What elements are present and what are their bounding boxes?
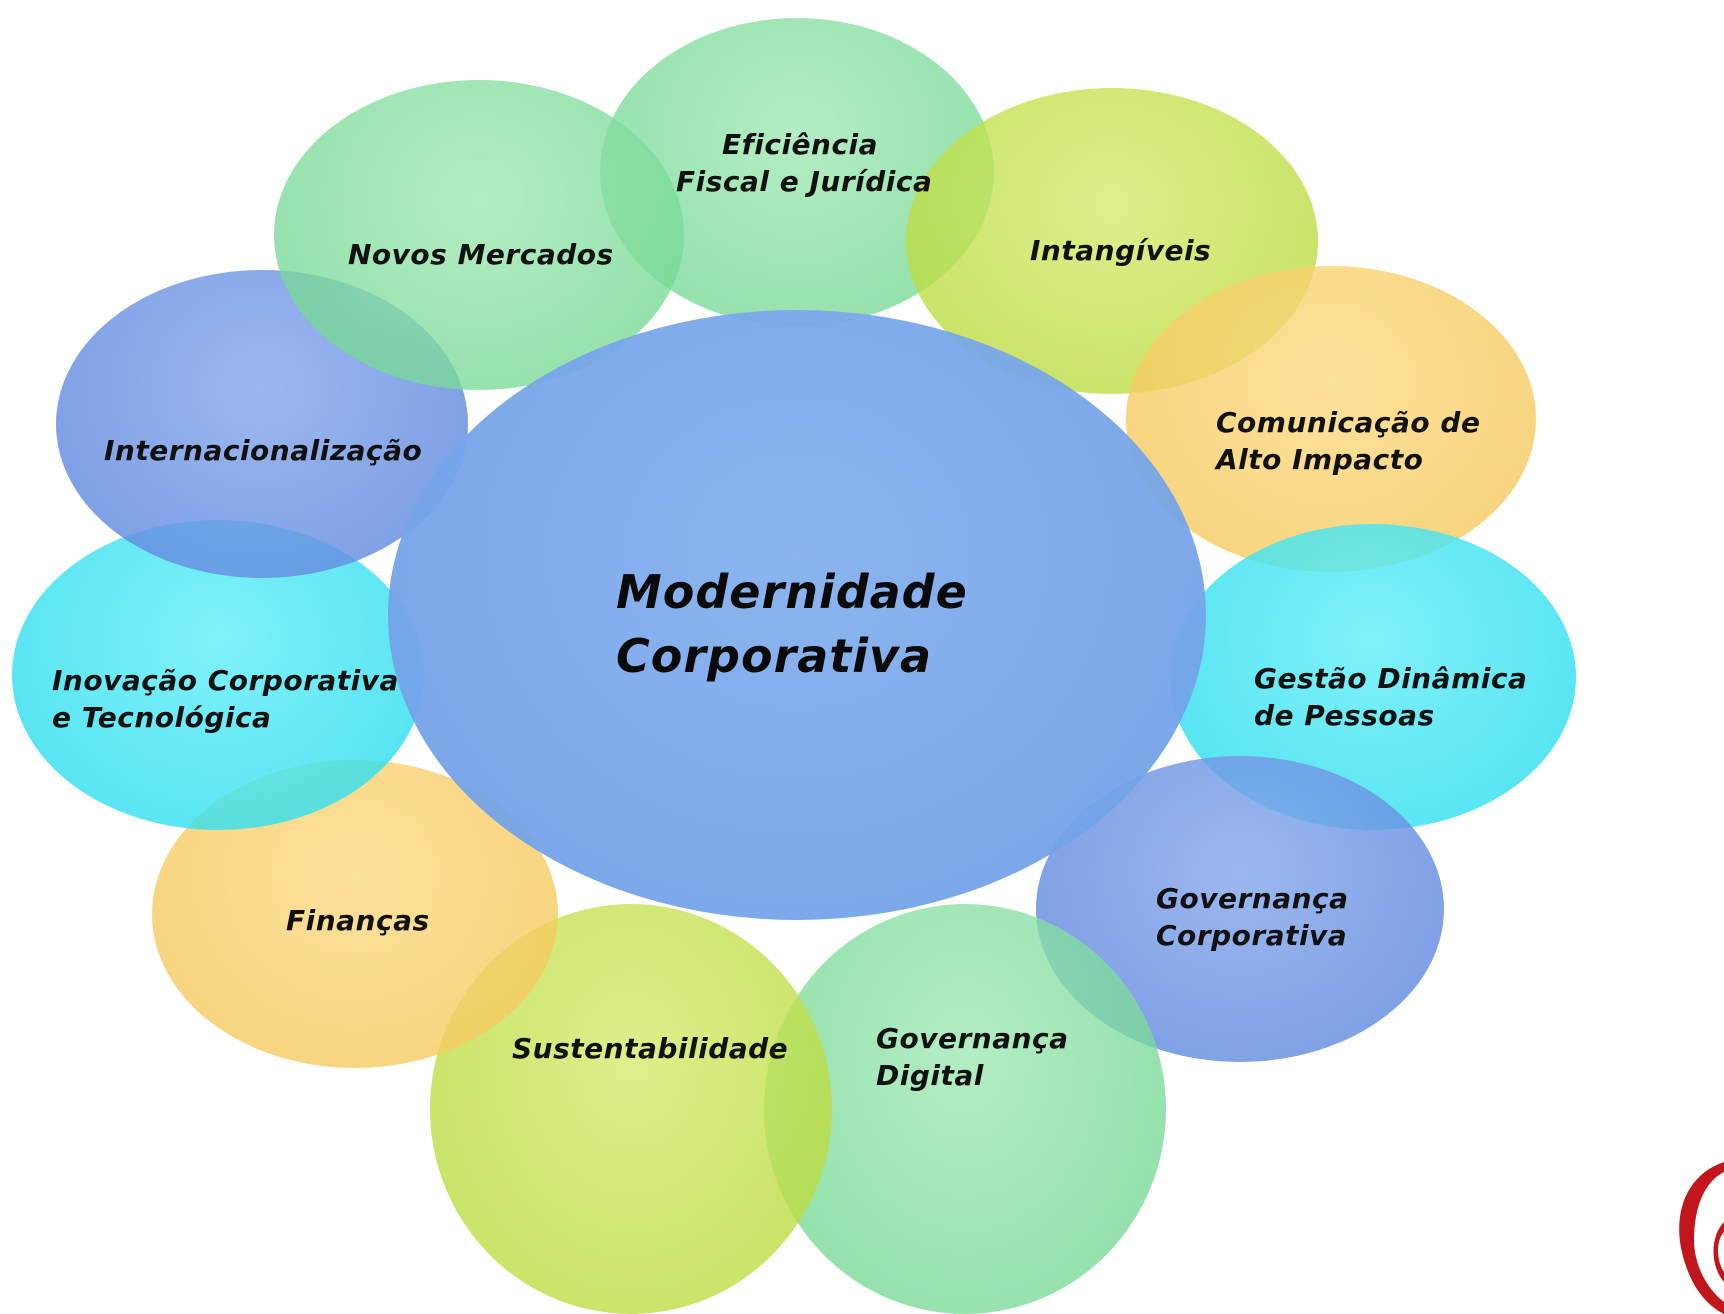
bubble-comunicacao	[1126, 266, 1536, 572]
brand-logo-mark	[1679, 1162, 1724, 1314]
label-novos-mercados: Novos Mercados	[348, 238, 614, 271]
label-governanca-corp: Governança Corporativa	[1156, 882, 1349, 952]
logo-swoosh-outer	[1679, 1162, 1724, 1314]
label-governanca-digital: Governança Digital	[876, 1022, 1069, 1092]
label-inovacao: Inovação Corporativa e Tecnológica	[52, 664, 399, 734]
logo-swoosh-inner	[1713, 1222, 1724, 1282]
label-sustentabilidade: Sustentabilidade	[512, 1032, 789, 1065]
label-eficiencia: Eficiência Fiscal e Jurídica	[676, 128, 933, 198]
center-title: Modernidade Corporativa	[616, 565, 968, 683]
center-bubble	[388, 310, 1206, 920]
label-internacionalizacao: Internacionalização	[104, 434, 423, 467]
label-intangiveis: Intangíveis	[1030, 234, 1212, 267]
label-financas: Finanças	[286, 904, 430, 937]
bubble-novos-mercados	[274, 80, 684, 390]
label-gestao-pessoas: Gestão Dinâmica de Pessoas	[1254, 662, 1528, 732]
label-comunicacao: Comunicação de Alto Impacto	[1216, 406, 1481, 476]
